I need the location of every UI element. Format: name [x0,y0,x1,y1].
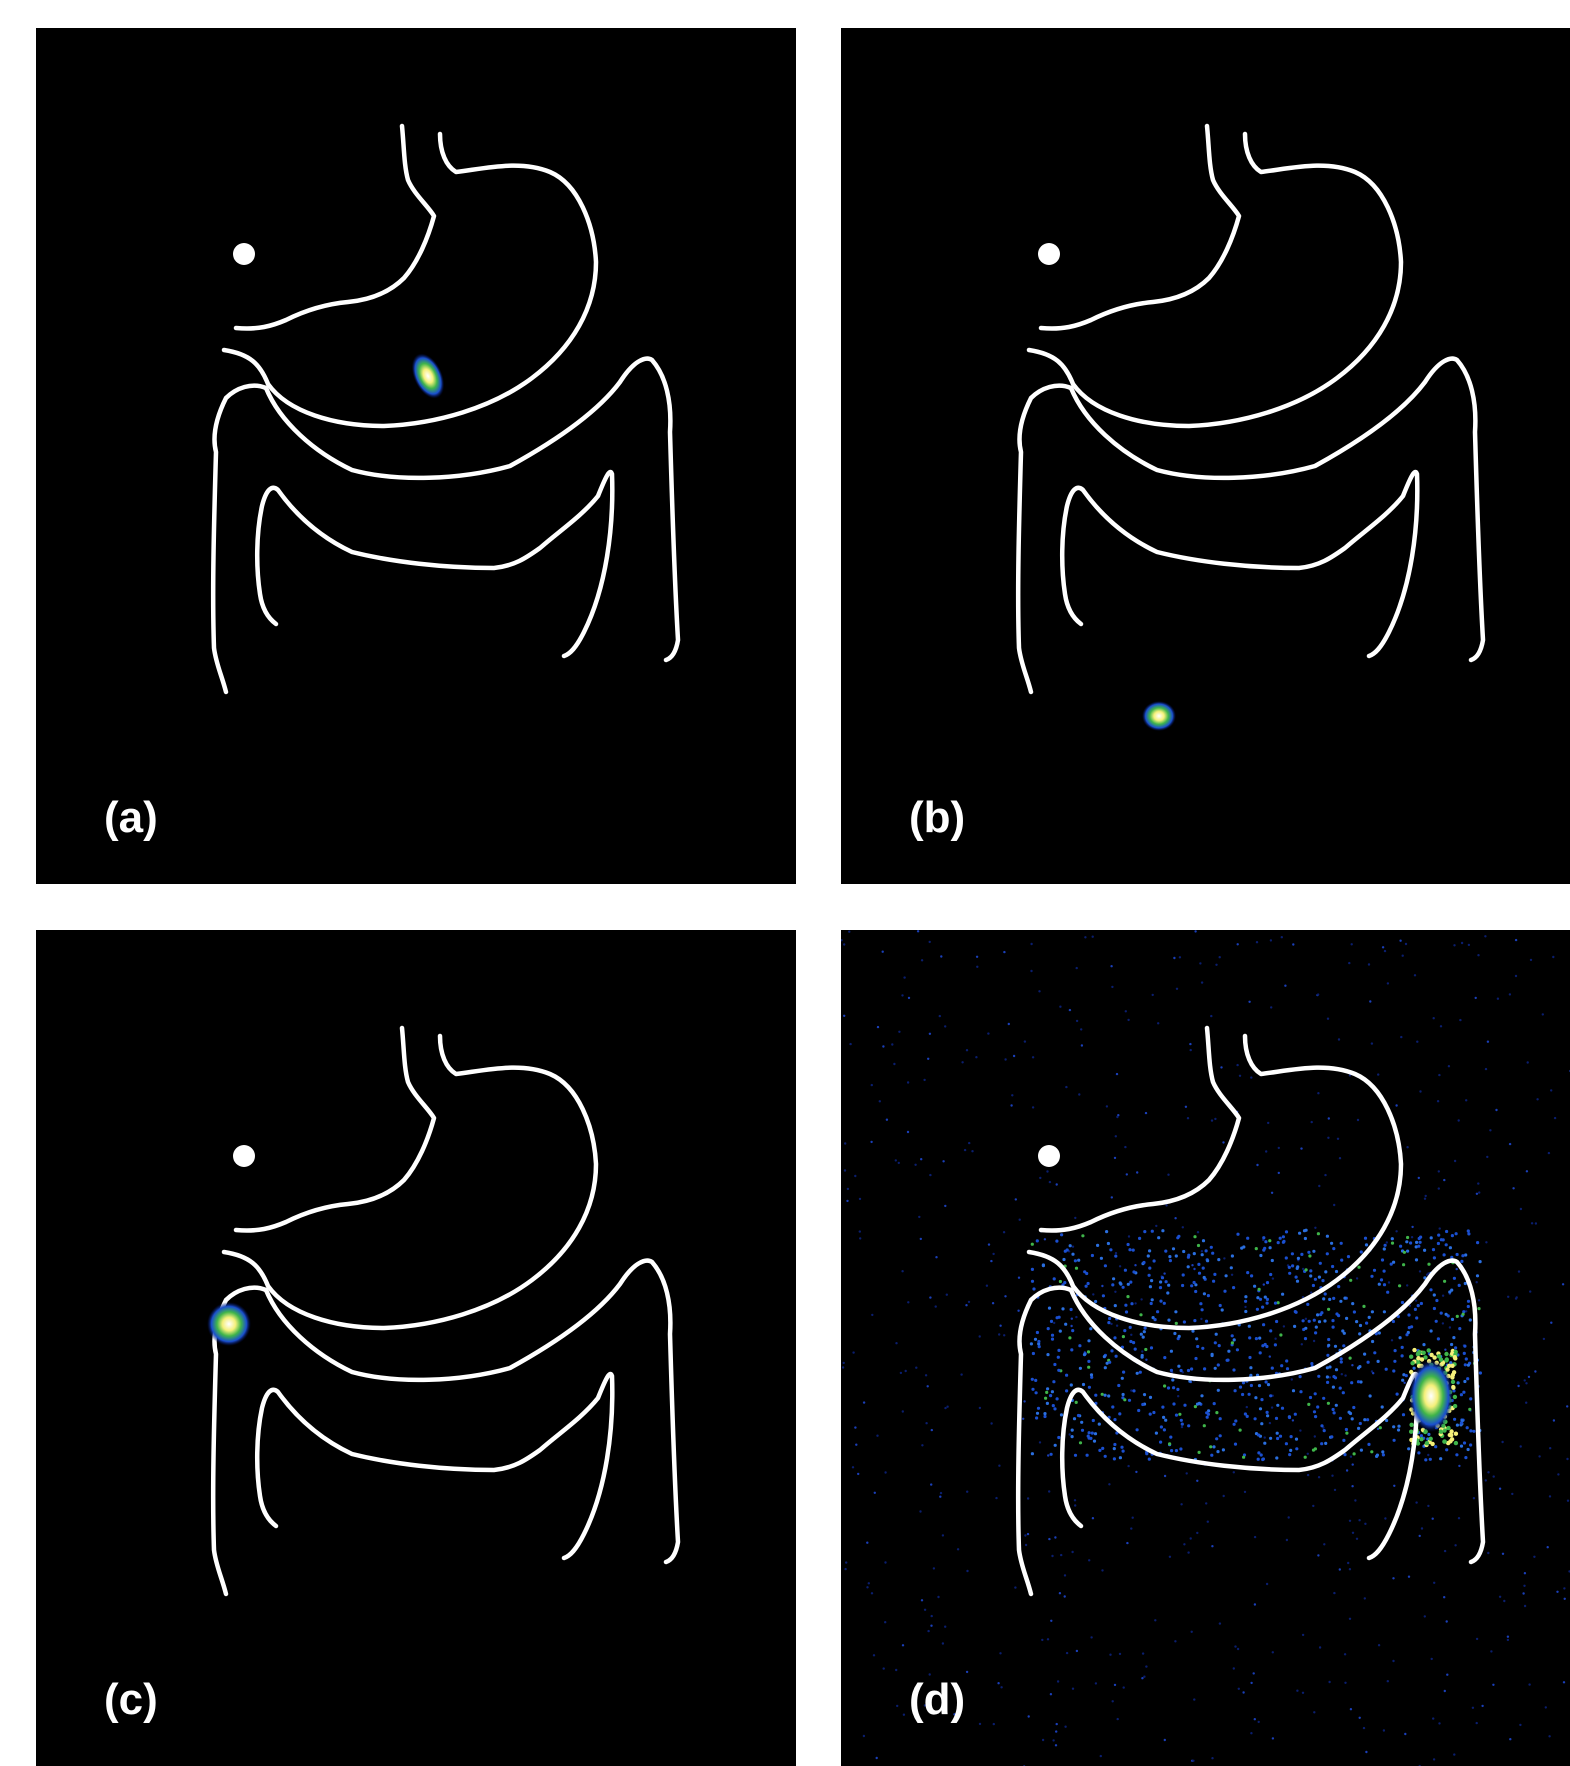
abdomen-outline-d [841,930,1570,1766]
panel-label: (a) [104,796,158,840]
panel-label: (d) [909,1678,965,1722]
panel-label: (c) [104,1678,158,1722]
panel-b: (b) [841,28,1570,884]
radioactive-hotspot [1142,701,1176,731]
radioactive-hotspot [405,348,451,403]
panel-d: (d) [841,930,1570,1766]
panel-label: (b) [909,796,965,840]
panel-a: (a) [36,28,796,884]
radioactive-hotspot [207,1302,251,1346]
abdomen-outline-b [841,28,1570,884]
scatter-noise [841,930,1570,1766]
panel-c: (c) [36,930,796,1766]
radioactive-hotspot [1409,1360,1453,1432]
abdomen-outline-a [36,28,796,884]
abdomen-outline-c [36,930,796,1766]
